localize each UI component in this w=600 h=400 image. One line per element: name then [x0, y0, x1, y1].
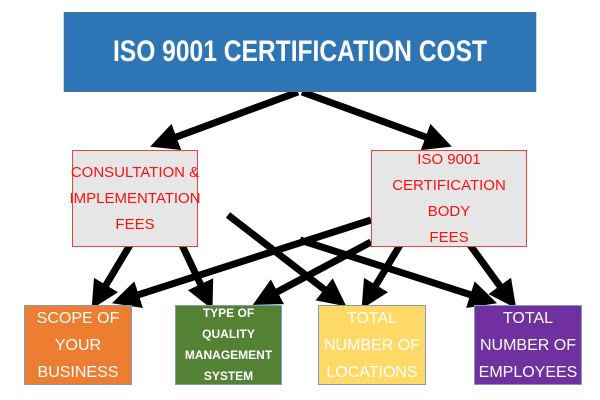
- factor-employees-box: TOTAL NUMBER OF EMPLOYEES: [474, 305, 582, 385]
- arrow-consultation-to-employees: [298, 236, 497, 308]
- arrow-consultation-to-locations: [225, 212, 347, 307]
- arrow-consultation-to-scope: [91, 243, 134, 310]
- arrow-title-to-consultation: [150, 88, 300, 151]
- factor-locations-box: TOTAL NUMBER OF LOCATIONS: [318, 305, 426, 385]
- arrow-title-to-certbody: [300, 88, 452, 151]
- diagram-title: ISO 9001 CERTIFICATION COST: [63, 12, 537, 92]
- arrow-certbody-to-qms: [252, 238, 373, 305]
- arrow-certbody-to-scope: [112, 216, 373, 308]
- arrow-certbody-to-employees: [467, 242, 517, 309]
- arrow-consultation-to-qms: [178, 243, 214, 310]
- factor-scope-box: SCOPE OF YOUR BUSINESS: [24, 305, 132, 385]
- certification-body-fees-box: ISO 9001 CERTIFICATION BODY FEES: [371, 150, 527, 247]
- factor-qms-box: TYPE OF QUALITY MANAGEMENT SYSTEM: [175, 305, 282, 385]
- arrow-certbody-to-locations: [361, 243, 404, 310]
- consultation-fees-box: CONSULTATION & IMPLEMENTATION FEES: [69, 150, 201, 247]
